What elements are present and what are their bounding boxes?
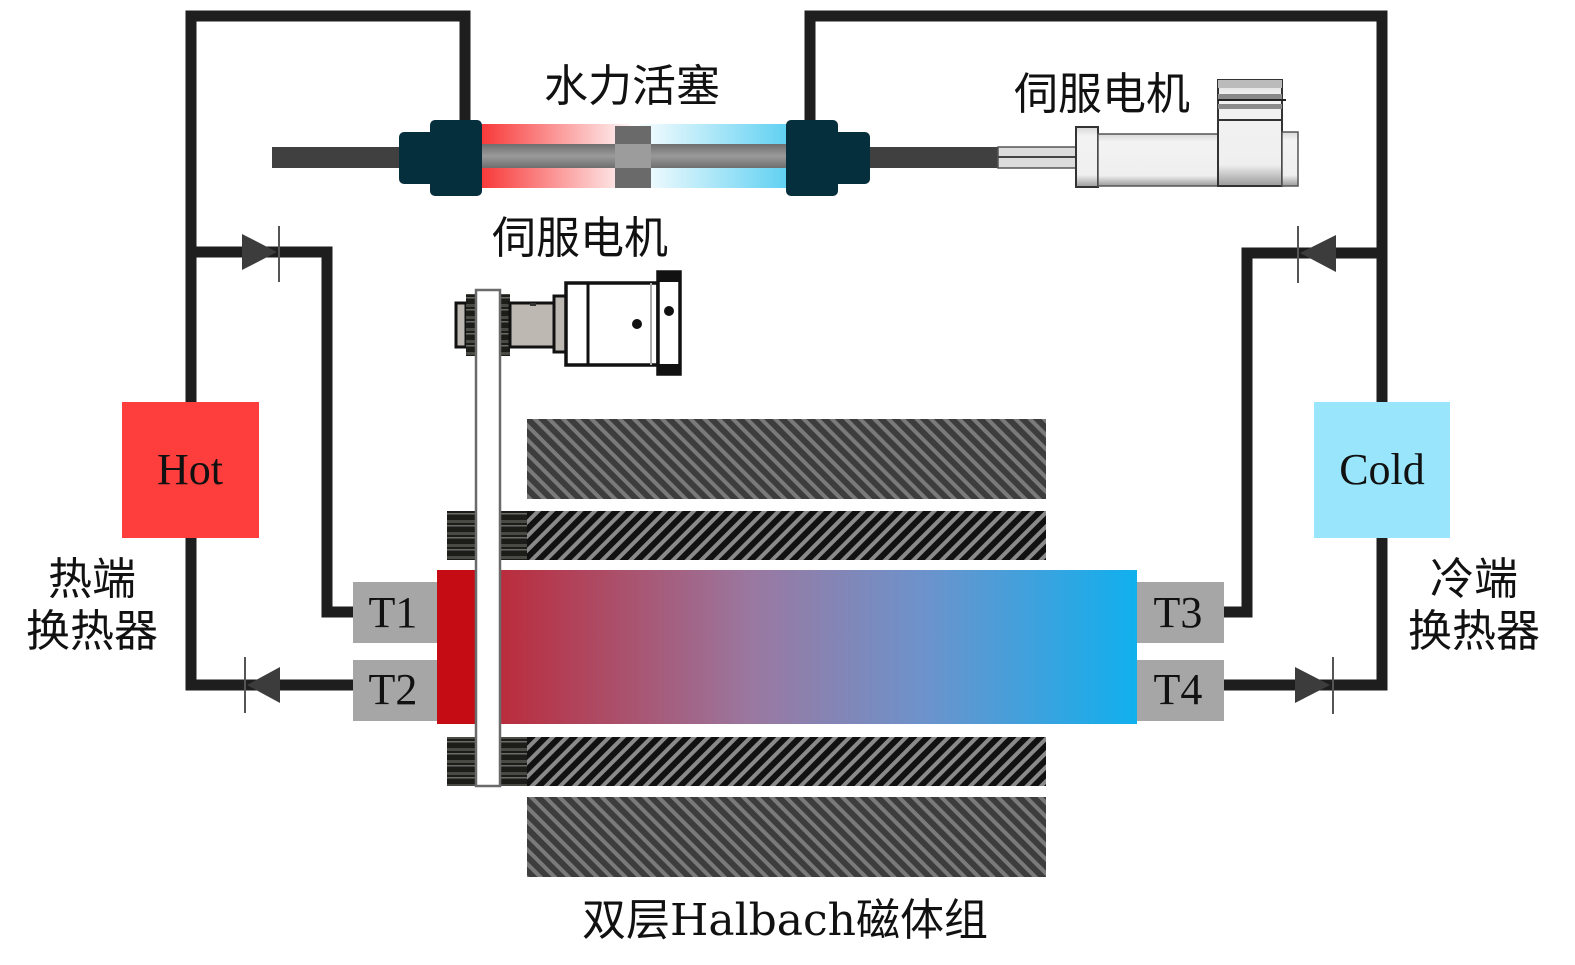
- motor-screw-icon: [632, 319, 642, 329]
- pipe-hot-to-t2: [185, 538, 353, 691]
- cold-box: [1314, 402, 1450, 538]
- magnet-assembly-label: 双层Halbach磁体组: [582, 895, 988, 946]
- hydraulic-piston: 水力活塞: [272, 61, 996, 196]
- cold-heat-exchanger: Cold: [1314, 402, 1450, 538]
- motor-shaft-hub: [454, 301, 468, 349]
- hot-exchanger-caption-line2: 换热器: [26, 606, 158, 657]
- sensor-t3: T3: [1137, 582, 1224, 643]
- check-valve-cold-lower: [1295, 657, 1334, 714]
- regenerator: [437, 570, 1137, 724]
- magnet-inner-bottom: [527, 737, 1046, 786]
- check-valve-hot-upper: [242, 226, 280, 282]
- sensor-t4-label: T4: [1154, 665, 1203, 714]
- pipe-piston-to-hot: [185, 10, 471, 402]
- actuator-tube: [1097, 133, 1219, 187]
- drive-belt: [474, 288, 502, 788]
- hydraulic-piston-label: 水力活塞: [544, 61, 720, 112]
- servo-motor-top: 伺服电机: [990, 69, 1299, 188]
- sensor-t2-label: T2: [369, 665, 418, 714]
- servo-motor-middle-label: 伺服电机: [492, 213, 668, 264]
- piston-cap-left-outer: [399, 132, 437, 184]
- magnet-inner-top: [527, 511, 1046, 560]
- actuator-rod-end: [990, 147, 998, 168]
- motor-body: [564, 281, 660, 367]
- pipe-piston-to-cold: [804, 10, 1388, 402]
- flow-arrow-right-icon: [242, 234, 277, 270]
- motor-end-flange: [656, 270, 682, 376]
- flow-arrow-left-icon: [247, 667, 280, 703]
- magnet-outer-bottom: [527, 797, 1046, 877]
- cold-exchanger-caption-line1: 冷端: [1430, 554, 1518, 605]
- piston-cap-right: [786, 120, 838, 196]
- magnet-outer-top: [527, 419, 1046, 499]
- sensor-t2: T2: [353, 660, 437, 721]
- flow-arrow-left-icon: [1300, 235, 1336, 272]
- hot-box-label: Hot: [157, 445, 223, 494]
- temperature-sensors: T1 T2 T3 T4: [353, 582, 1224, 721]
- cold-box-label: Cold: [1339, 445, 1425, 494]
- hot-exchanger-caption: 热端 换热器: [26, 554, 158, 657]
- pipe-cold-to-t4: [1224, 538, 1388, 691]
- actuator-flange: [1075, 126, 1099, 188]
- sensor-t1: T1: [353, 582, 437, 643]
- servo-motor-top-label: 伺服电机: [1014, 69, 1190, 120]
- cold-exchanger-caption: 冷端 换热器: [1408, 554, 1540, 657]
- sensor-t4: T4: [1137, 660, 1224, 721]
- motor-end-cap: [1281, 131, 1299, 187]
- piston-right-rod: [866, 147, 996, 168]
- check-valve-cold-upper: [1297, 226, 1336, 283]
- check-valve-hot-lower: [244, 657, 280, 713]
- hot-heat-exchanger: Hot: [122, 402, 259, 538]
- motor-shaft: [508, 301, 558, 349]
- motor-collar: [552, 294, 568, 354]
- piston-cap-right-outer: [832, 132, 870, 184]
- flow-arrow-right-icon: [1295, 667, 1330, 703]
- hot-exchanger-caption-line1: 热端: [48, 554, 136, 605]
- piston-cap-left: [430, 120, 482, 196]
- regenerator-bed: [437, 570, 1137, 724]
- hot-box: [122, 402, 259, 538]
- sensor-t1-label: T1: [369, 588, 418, 637]
- sensor-t3-label: T3: [1154, 588, 1203, 637]
- piston-left-rod: [272, 147, 402, 168]
- cold-exchanger-caption-line2: 换热器: [1408, 606, 1540, 657]
